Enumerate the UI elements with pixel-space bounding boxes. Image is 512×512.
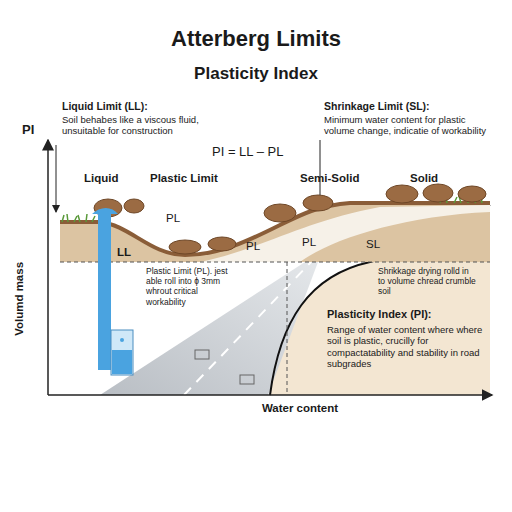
- note-text: Shrikkage drying rolld in to volume chre…: [378, 266, 478, 297]
- limit-label: LL: [117, 246, 141, 260]
- callout-heading: Plasticity Index (PI):: [327, 308, 497, 321]
- state-label: Semi-Solid: [300, 172, 380, 186]
- callout-text: Soil behabes like a viscous fluid, unsui…: [62, 114, 227, 137]
- callout-heading: Shrinkage Limit (SL):: [324, 100, 494, 113]
- callout-heading: Liquid Limit (LL):: [62, 100, 232, 113]
- axis-label: PI: [22, 122, 52, 138]
- diagram-title: Atterberg Limits: [0, 26, 512, 52]
- callout-text: Range of water content where where soil …: [327, 324, 487, 370]
- state-label: Plastic Limit: [150, 172, 240, 186]
- formula: PI = LL – PL: [212, 144, 322, 160]
- limit-label: SL: [366, 238, 396, 252]
- note-text: Plastic Limit (PL). jest able roll into …: [146, 266, 238, 307]
- callout-text: Minimum water content for plastic volume…: [324, 114, 489, 137]
- axis-label: Volumd mass: [13, 257, 27, 341]
- subtitle: Plasticity Index: [0, 64, 512, 84]
- limit-label: PL: [166, 212, 196, 226]
- limit-label: PL: [246, 240, 276, 254]
- state-label: Solid: [410, 172, 460, 186]
- state-label: Liquid: [84, 172, 134, 186]
- limit-label: PL: [302, 236, 332, 250]
- axis-label: Water content: [230, 402, 370, 416]
